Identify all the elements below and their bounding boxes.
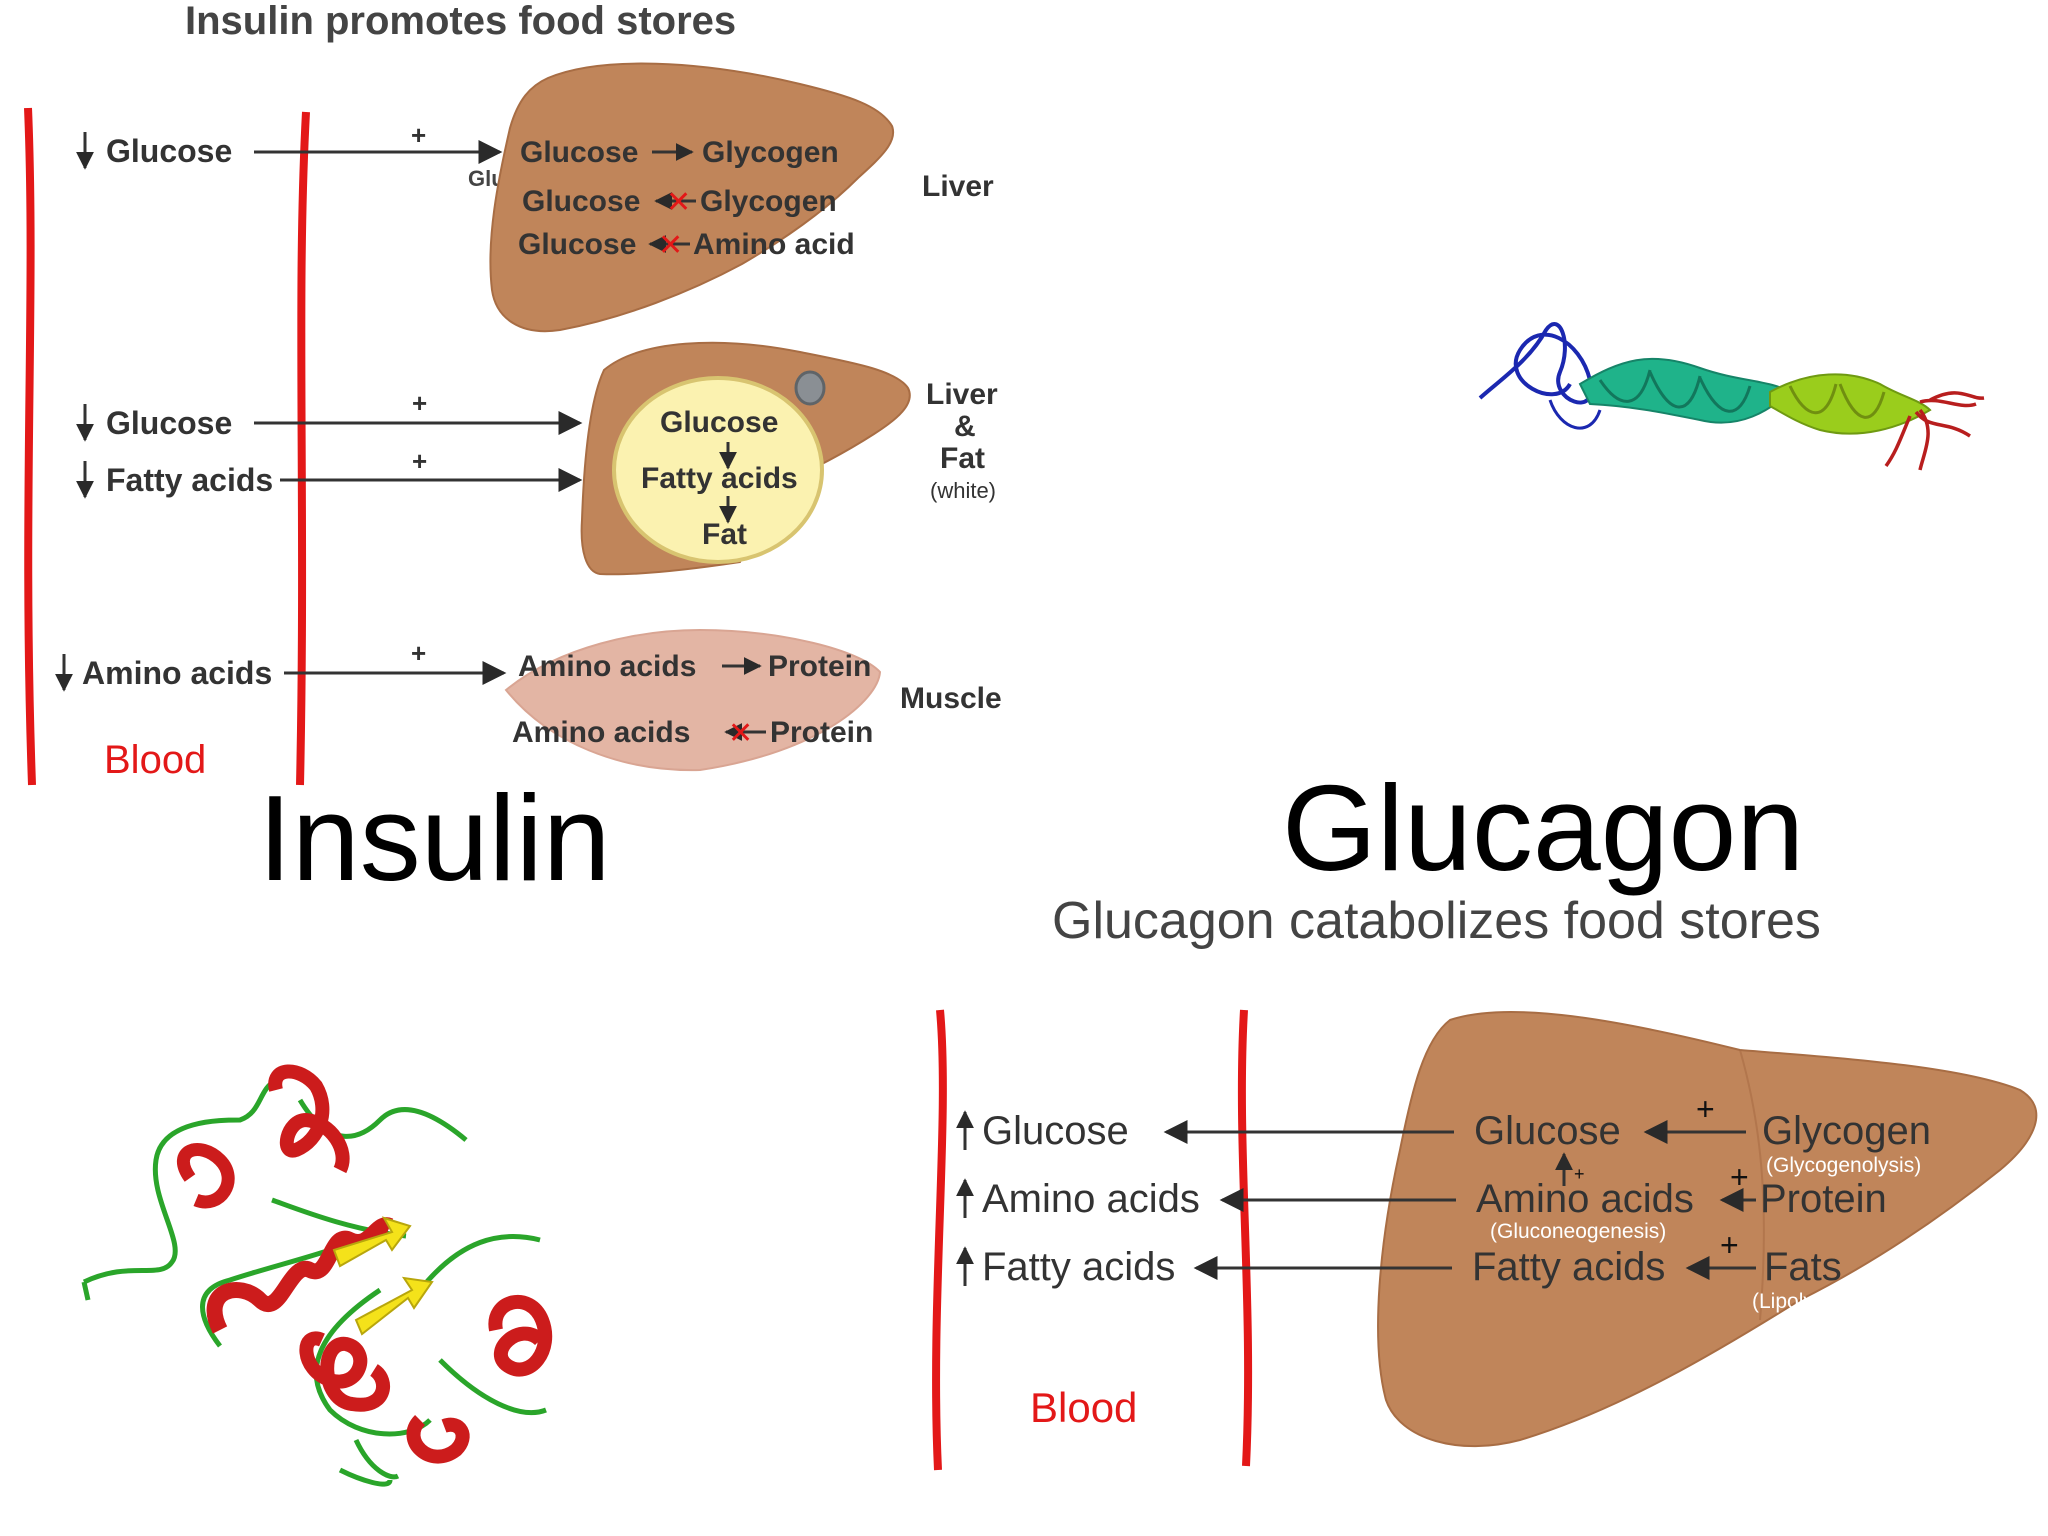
- liver-product: Amino acids: [1476, 1177, 1694, 1221]
- plus-sign: +: [412, 446, 427, 476]
- glucagon-panel-title: Glucagon catabolizes food stores: [1052, 892, 1821, 950]
- plus-sign: +: [1720, 1227, 1739, 1263]
- insulin-blood-label: Blood: [104, 738, 206, 782]
- liver-organ-icon: [489, 62, 895, 333]
- store-name: Protein: [1760, 1177, 1887, 1221]
- insulin-panel-title: Insulin promotes food stores: [185, 0, 736, 43]
- insulin-row-label: Fatty acids: [106, 462, 273, 498]
- liver-reaction-from: Glucose: [522, 185, 640, 218]
- glucagon-blood-line-right: [1237, 1009, 1253, 1467]
- muscle-organ-icon: [504, 628, 882, 772]
- fat-cell: [612, 376, 824, 564]
- small-plus-sign: +: [1574, 1164, 1585, 1184]
- fat-cell-nucleus: [794, 370, 826, 406]
- fat-step: Glucose: [660, 406, 778, 439]
- fat-organ-name: Fat: [940, 442, 985, 475]
- inhibit-x-icon: ✕: [728, 717, 753, 750]
- process-name: (Gluconeogenesis): [1490, 1220, 1666, 1243]
- process-name: (Lipolysis): [1752, 1290, 1847, 1313]
- liver-organ-icon: [1377, 1010, 2038, 1448]
- liver-reaction-to: Glycogen: [700, 185, 837, 218]
- liver-reaction-to: Amino acid: [693, 228, 855, 261]
- insulin-heading: Insulin: [258, 770, 611, 906]
- glucagon-panel: Glucagon catabolizes food stores Blood G…: [932, 892, 2038, 1471]
- plus-sign: +: [411, 120, 426, 150]
- plus-sign: +: [1730, 1159, 1749, 1195]
- blood-metabolite: Fatty acids: [982, 1245, 1175, 1289]
- insulin-blood-line-right: [296, 111, 310, 786]
- glucagon-blood-line-left: [932, 1009, 947, 1471]
- process-name: (Glycogenolysis): [1766, 1154, 1921, 1177]
- liver-product: Fatty acids: [1472, 1245, 1665, 1289]
- liver-name: Liver: [922, 170, 994, 203]
- store-name: Fats: [1764, 1245, 1842, 1289]
- insulin-blood-line-left: [24, 107, 36, 786]
- plus-sign: +: [411, 638, 426, 668]
- insulin-panel: Insulin promotes food stores Blood Gluco…: [24, 0, 1002, 786]
- glucagon-heading: Glucagon: [1282, 760, 1804, 896]
- muscle-reaction-from: Amino acids: [512, 716, 690, 749]
- muscle-reaction-to: Protein: [770, 716, 873, 749]
- muscle-reaction-to: Protein: [768, 650, 871, 683]
- plus-sign: +: [412, 388, 427, 418]
- muscle-reaction-from: Amino acids: [518, 650, 696, 683]
- fat-organ-name: &: [954, 410, 976, 443]
- liver-product: Glucose: [1474, 1109, 1621, 1153]
- fat-organ-note: (white): [930, 478, 996, 503]
- liver-lobe-shading: [1739, 1049, 1765, 1321]
- store-name: Glycogen: [1762, 1109, 1931, 1153]
- insulin-row-label: Amino acids: [82, 655, 272, 691]
- liver-reaction-to: Glycogen: [702, 136, 839, 169]
- inhibit-x-icon: ✕: [666, 186, 691, 219]
- fat-step: Fatty acids: [641, 462, 798, 495]
- fat-organ-name: Liver: [926, 378, 998, 411]
- plus-sign: +: [1696, 1091, 1715, 1127]
- insulin-row-label: Glucose: [106, 133, 232, 169]
- inhibit-x-icon: ✕: [658, 229, 683, 262]
- liver-reaction-from: Glucose: [518, 228, 636, 261]
- blood-metabolite: Glucose: [982, 1109, 1129, 1153]
- fat-step: Fat: [702, 518, 747, 551]
- muscle-name: Muscle: [900, 682, 1002, 715]
- blood-metabolite: Amino acids: [982, 1177, 1200, 1221]
- insulin-row-label: Glucose: [106, 405, 232, 441]
- insulin-protein-ribbon-icon: [81, 1064, 553, 1487]
- liver-reaction-from: Glucose: [520, 136, 638, 169]
- glucagon-protein-ribbon-icon: [1478, 322, 1985, 471]
- glucagon-blood-label: Blood: [1030, 1384, 1137, 1431]
